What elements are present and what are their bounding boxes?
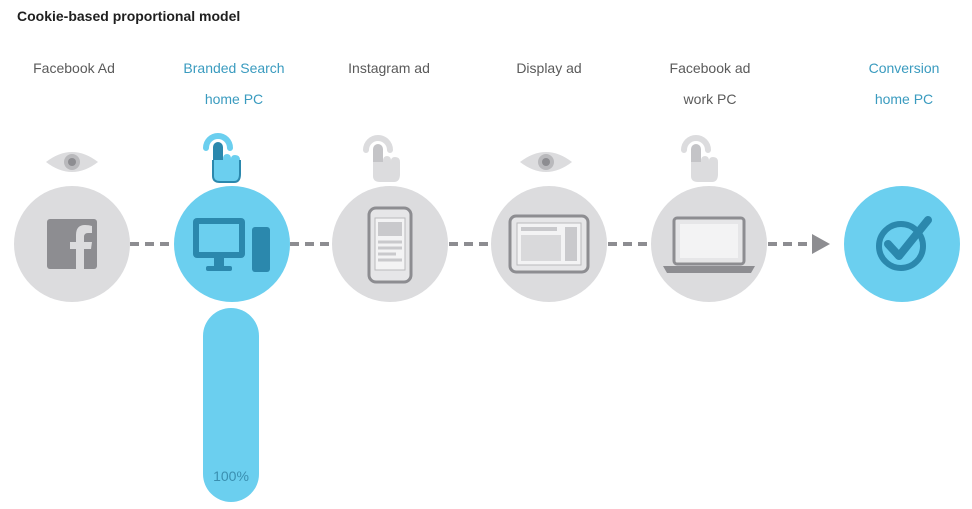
smartphone-icon xyxy=(367,206,413,284)
diagram-title: Cookie-based proportional model xyxy=(17,8,241,24)
label-instagram-ad: Instagram ad xyxy=(348,60,430,76)
touchpoint-instagram-ad xyxy=(332,186,448,302)
attribution-bar-branded-search: 100% xyxy=(203,308,259,502)
hand-pointer-icon xyxy=(363,135,400,182)
connector-dashes xyxy=(449,242,495,246)
attribution-value-label: 100% xyxy=(213,468,249,484)
eye-icon xyxy=(520,152,572,172)
connector-dashes xyxy=(290,242,336,246)
hand-pointer-icon xyxy=(203,133,241,183)
label-facebook-ad: Facebook Ad xyxy=(33,60,115,76)
label-display-ad: Display ad xyxy=(516,60,582,76)
desktop-computer-icon xyxy=(193,218,270,272)
hand-pointer-icon xyxy=(681,135,718,182)
touchpoint-display-ad xyxy=(491,186,607,302)
laptop-icon xyxy=(663,216,755,273)
connector-dashes xyxy=(130,242,176,246)
eye-icon xyxy=(46,152,98,172)
facebook-icon xyxy=(47,219,97,269)
connector-dashes xyxy=(608,242,654,246)
tablet-icon xyxy=(508,214,590,274)
connector-arrow xyxy=(768,234,830,254)
checkmark-icon xyxy=(876,216,932,271)
touchpoint-facebook-ad-work xyxy=(651,186,767,302)
touchpoint-facebook-ad xyxy=(14,186,130,302)
touchpoint-conversion xyxy=(844,186,960,302)
touchpoint-branded-search xyxy=(174,186,290,302)
